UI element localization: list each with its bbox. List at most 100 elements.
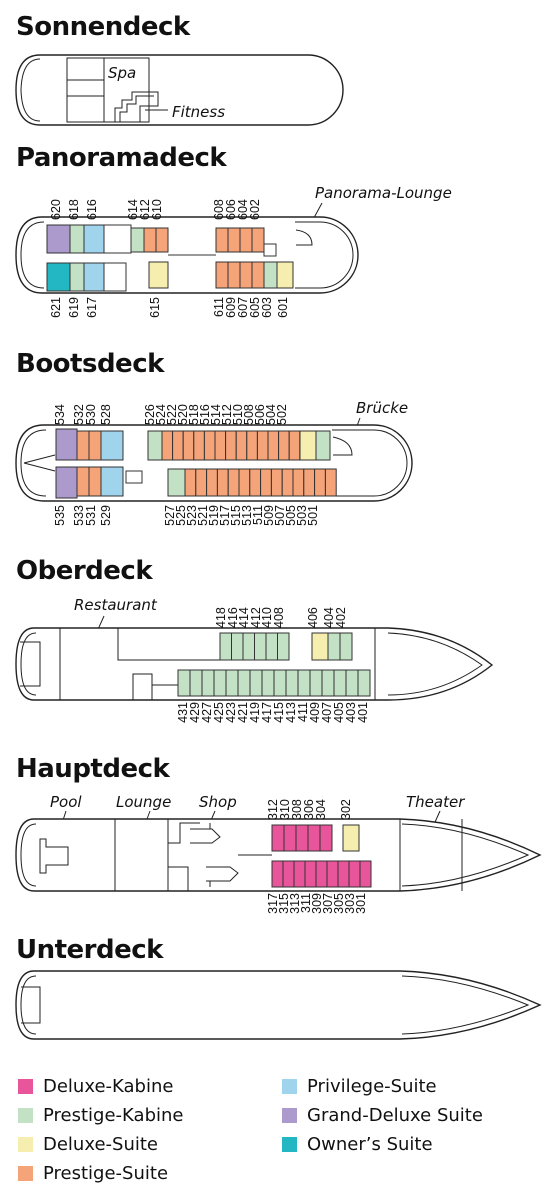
cabin-cell [242, 632, 255, 661]
cabin-number: 616 [85, 199, 99, 220]
legend-label: Owner’s Suite [307, 1134, 433, 1155]
cabin-number: 418 [214, 607, 228, 628]
shop-label: Shop [199, 793, 237, 811]
cabin-number: 519 [207, 505, 221, 526]
cabin-number: 505 [284, 505, 298, 526]
cabin-number: 409 [308, 702, 322, 723]
cabin-cell [282, 860, 295, 888]
unterdeck-plan [15, 970, 542, 1040]
restaurant-label: Restaurant [74, 596, 158, 614]
cabin-number: 429 [188, 702, 202, 723]
cabin-number: 303 [343, 893, 357, 914]
cabin-cell [189, 669, 203, 697]
cabin-cell [303, 468, 316, 497]
cabin-cell [357, 669, 371, 697]
cabin-number: 520 [176, 404, 190, 425]
cabin-cell [206, 468, 218, 497]
cabin-number: 526 [143, 404, 157, 425]
cabin-number: 510 [231, 404, 245, 425]
cabin-number: 501 [306, 505, 320, 526]
cabin-cell [237, 669, 251, 697]
cabin-cell [345, 669, 359, 697]
cabin-cell [254, 632, 267, 661]
cabin-number: 413 [284, 702, 298, 723]
cabin-cell [285, 669, 299, 697]
cabin-number: 603 [260, 297, 274, 318]
cabin-number: 414 [237, 607, 251, 628]
cabin-number: 513 [240, 505, 254, 526]
legend-label: Deluxe-Suite [43, 1134, 158, 1155]
cabin-cell [337, 860, 350, 888]
cabin-cell [177, 669, 191, 697]
legend-deluxe-suite: Deluxe-Suite [18, 1134, 158, 1155]
cabin-number: 410 [260, 607, 274, 628]
cabin-number: 601 [276, 297, 290, 318]
cabin-number: 528 [99, 404, 113, 425]
cabin-number: 516 [198, 404, 212, 425]
cabin-number: 611 [212, 297, 226, 317]
legend-label: Deluxe-Kabine [43, 1076, 174, 1097]
deck-title-sonnendeck: Sonnendeck [16, 12, 190, 42]
cabin-number: 517 [218, 505, 232, 526]
deck-title-panoramadeck: Panoramadeck [16, 143, 227, 173]
cabin-number: 403 [344, 702, 358, 723]
deck-title-oberdeck: Oberdeck [16, 556, 153, 586]
cabin-cell [359, 860, 372, 888]
legend-swatch [282, 1079, 297, 1094]
cabin-cell [249, 669, 263, 697]
cabin-number: 618 [67, 199, 81, 220]
cabin-number: 406 [306, 607, 320, 628]
cabin-number: 511 [251, 505, 265, 525]
cabin-cell [333, 669, 347, 697]
cabin-number: 408 [272, 607, 286, 628]
cabin-number: 605 [248, 297, 262, 318]
legend-deluxe-kabine: Deluxe-Kabine [18, 1076, 173, 1097]
sonnendeck-plan: Spa Fitness [15, 54, 344, 126]
cabin-number: 315 [277, 893, 291, 914]
fitness-label: Fitness [172, 103, 225, 121]
cabin-number: 508 [242, 404, 256, 425]
cabin-cell [293, 860, 306, 888]
cabin-number: 425 [212, 702, 226, 723]
cabin-cell [327, 632, 341, 661]
legend-label: Prestige-Kabine [43, 1105, 184, 1126]
cabin-number: 402 [334, 607, 348, 628]
cabin-cell [326, 860, 339, 888]
cabin-cell [195, 468, 208, 497]
cabin-cell [297, 669, 311, 697]
cabin-cell [271, 860, 284, 888]
cabin-cell [201, 669, 215, 697]
cabin-number: 619 [67, 297, 81, 318]
cabin-number: 615 [148, 297, 162, 318]
cabin-cell [292, 468, 305, 497]
cabin-cell [219, 632, 232, 661]
deck-title-bootsdeck: Bootsdeck [16, 349, 164, 379]
cabin-cell [225, 669, 239, 697]
cabin-number: 529 [99, 505, 113, 526]
legend-grand-deluxe-suite: Grand-Deluxe Suite [282, 1105, 483, 1126]
legend-swatch [18, 1137, 33, 1152]
cabin-cell [321, 669, 335, 697]
panorama-lounge-label: Panorama-Lounge [315, 184, 452, 202]
cabin-cell [246, 430, 258, 461]
cabin-number: 609 [224, 297, 238, 318]
cabin-number: 407 [320, 702, 334, 723]
cabin-number: 502 [275, 404, 289, 425]
cabin-cell [339, 632, 353, 661]
cabin-number: 306 [302, 799, 316, 820]
cabin-cell [235, 430, 248, 461]
cabin-cell [271, 824, 285, 852]
cabin-number: 614 [126, 199, 140, 220]
cabin-cell [182, 430, 195, 461]
cabin-cell [249, 468, 262, 497]
cabin-cell [225, 430, 237, 461]
deck-title-hauptdeck: Hauptdeck [16, 754, 170, 784]
cabin-number: 612 [138, 199, 152, 220]
cabin-number: 523 [185, 505, 199, 526]
cabin-number: 504 [264, 404, 278, 425]
legend-swatch [18, 1166, 33, 1181]
cabin-cell [324, 468, 337, 497]
